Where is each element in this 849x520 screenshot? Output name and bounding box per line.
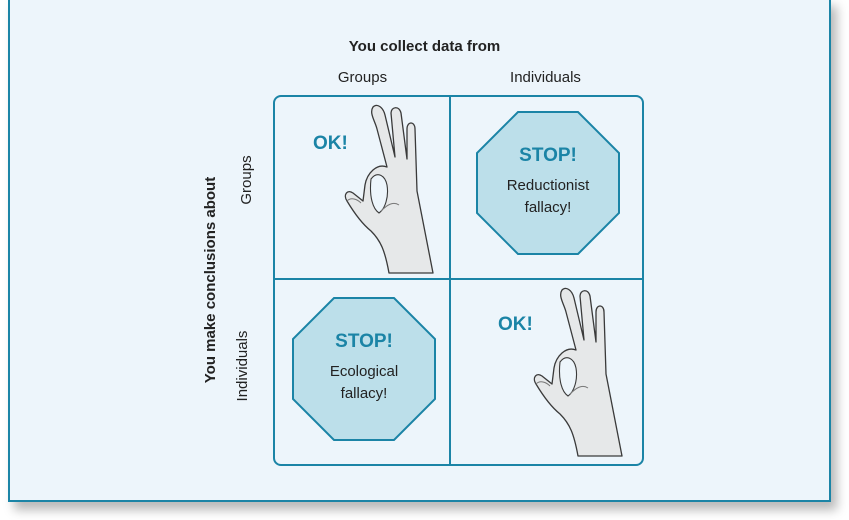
stop-description-line1: Ecological bbox=[329, 363, 399, 380]
cell-individuals-individuals: OK! bbox=[452, 280, 628, 462]
stop-sign-icon: STOP! Ecological fallacy! bbox=[292, 297, 436, 441]
cell-groups-groups: OK! bbox=[275, 97, 451, 279]
stop-description-line2: fallacy! bbox=[340, 385, 388, 402]
cell-individuals-groups: STOP! Ecological fallacy! bbox=[275, 280, 451, 462]
stop-description-line2: fallacy! bbox=[524, 199, 572, 216]
row-label-individuals: Individuals bbox=[234, 330, 251, 402]
stop-description-line1: Reductionist bbox=[506, 177, 590, 194]
left-axis-title: You make conclusions about bbox=[202, 176, 219, 384]
stop-title: STOP! bbox=[335, 331, 393, 352]
quadrant-grid bbox=[273, 95, 644, 466]
ok-hand-icon bbox=[341, 101, 441, 279]
ok-hand-icon bbox=[530, 284, 630, 462]
grid-horizontal-divider bbox=[273, 278, 644, 280]
stop-sign-icon: STOP! Reductionist fallacy! bbox=[476, 111, 620, 255]
column-label-groups: Groups bbox=[337, 69, 388, 86]
grid-vertical-divider bbox=[449, 95, 451, 466]
ok-label: OK! bbox=[313, 133, 348, 154]
column-label-individuals: Individuals bbox=[510, 69, 581, 86]
stop-title: STOP! bbox=[519, 145, 577, 166]
top-axis-title: You collect data from bbox=[348, 38, 501, 55]
ok-label: OK! bbox=[498, 314, 533, 335]
row-label-groups: Groups bbox=[238, 155, 255, 205]
cell-groups-individuals: STOP! Reductionist fallacy! bbox=[452, 97, 628, 279]
